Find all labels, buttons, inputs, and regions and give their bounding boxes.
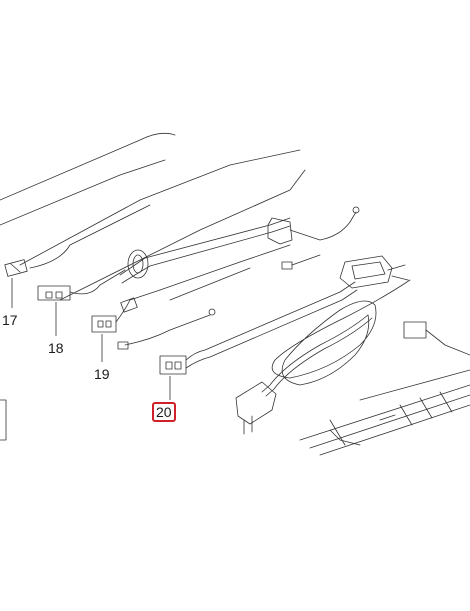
part-label-17: 17 (2, 312, 18, 328)
dsub-connector (339, 255, 393, 289)
power-plug (235, 381, 277, 425)
connector-17 (4, 259, 28, 277)
connector-19 (91, 315, 117, 333)
grommet (127, 249, 149, 279)
part-label-20: 20 (152, 402, 176, 422)
connector-right (403, 321, 427, 339)
main-harness (119, 217, 291, 276)
cable-17 (29, 204, 151, 269)
part-label-19: 19 (94, 366, 110, 382)
cable-top-1 (0, 132, 176, 201)
connector-18 (37, 285, 71, 301)
cable-top-3 (19, 149, 301, 266)
power-cord (271, 279, 411, 386)
part-label-18: 18 (48, 340, 64, 356)
connector-20 (159, 355, 187, 375)
cable-top-4 (59, 169, 306, 301)
bracket (267, 217, 293, 245)
cable-top-2 (0, 159, 166, 226)
